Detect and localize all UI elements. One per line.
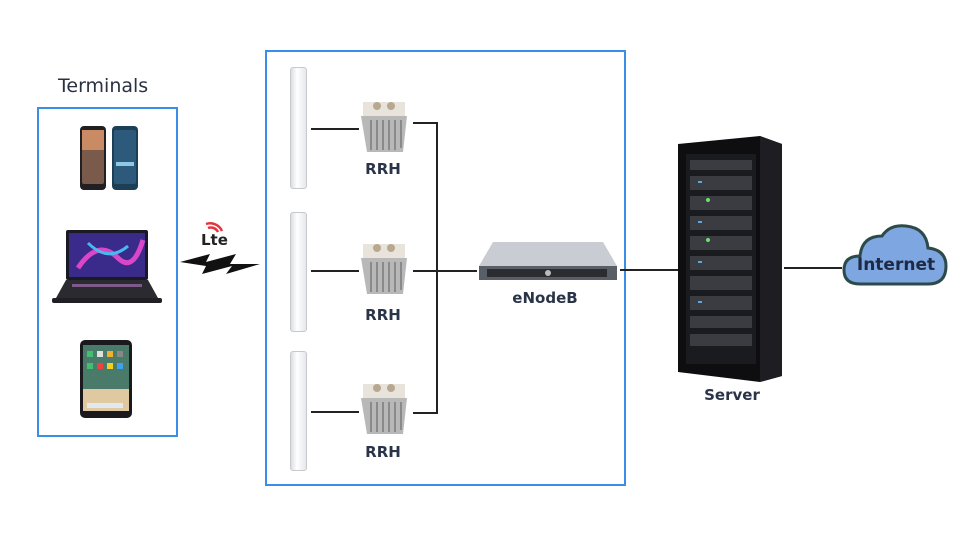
- ran-box: [265, 50, 626, 486]
- connector-line: [311, 270, 359, 272]
- antenna-icon: [290, 351, 307, 471]
- antenna-icon: [290, 212, 307, 332]
- cloud-icon: [842, 224, 948, 286]
- connector-line: [620, 269, 678, 271]
- rrh-label: RRH: [365, 160, 401, 178]
- server-rack-icon: [678, 136, 782, 382]
- internet-label: Internet: [856, 255, 936, 275]
- connector-line: [413, 412, 437, 414]
- connector-line: [311, 411, 359, 413]
- connector-line: [311, 128, 359, 130]
- smartphones-icon: [80, 126, 138, 190]
- enodeb-label: eNodeB: [512, 289, 578, 307]
- lightning-bolt-icon: [180, 254, 260, 274]
- rrh-label: RRH: [365, 443, 401, 461]
- rrh-icon: [361, 102, 407, 152]
- terminals-box: [37, 107, 178, 437]
- rrh-icon: [361, 244, 407, 294]
- connector-line: [784, 267, 842, 269]
- lte-label: Lte: [201, 231, 228, 249]
- enodeb-icon: [479, 242, 617, 280]
- lte-lightning-icon: [205, 222, 224, 233]
- terminals-title: Terminals: [58, 75, 149, 97]
- antenna-icon: [290, 67, 307, 189]
- rrh-icon: [361, 384, 407, 434]
- rrh-label: RRH: [365, 306, 401, 324]
- server-label: Server: [704, 386, 760, 404]
- laptop-icon: [52, 230, 162, 303]
- tablet-icon: [80, 340, 132, 418]
- connector-line: [436, 122, 438, 414]
- connector-line: [413, 122, 437, 124]
- connector-line: [413, 270, 477, 272]
